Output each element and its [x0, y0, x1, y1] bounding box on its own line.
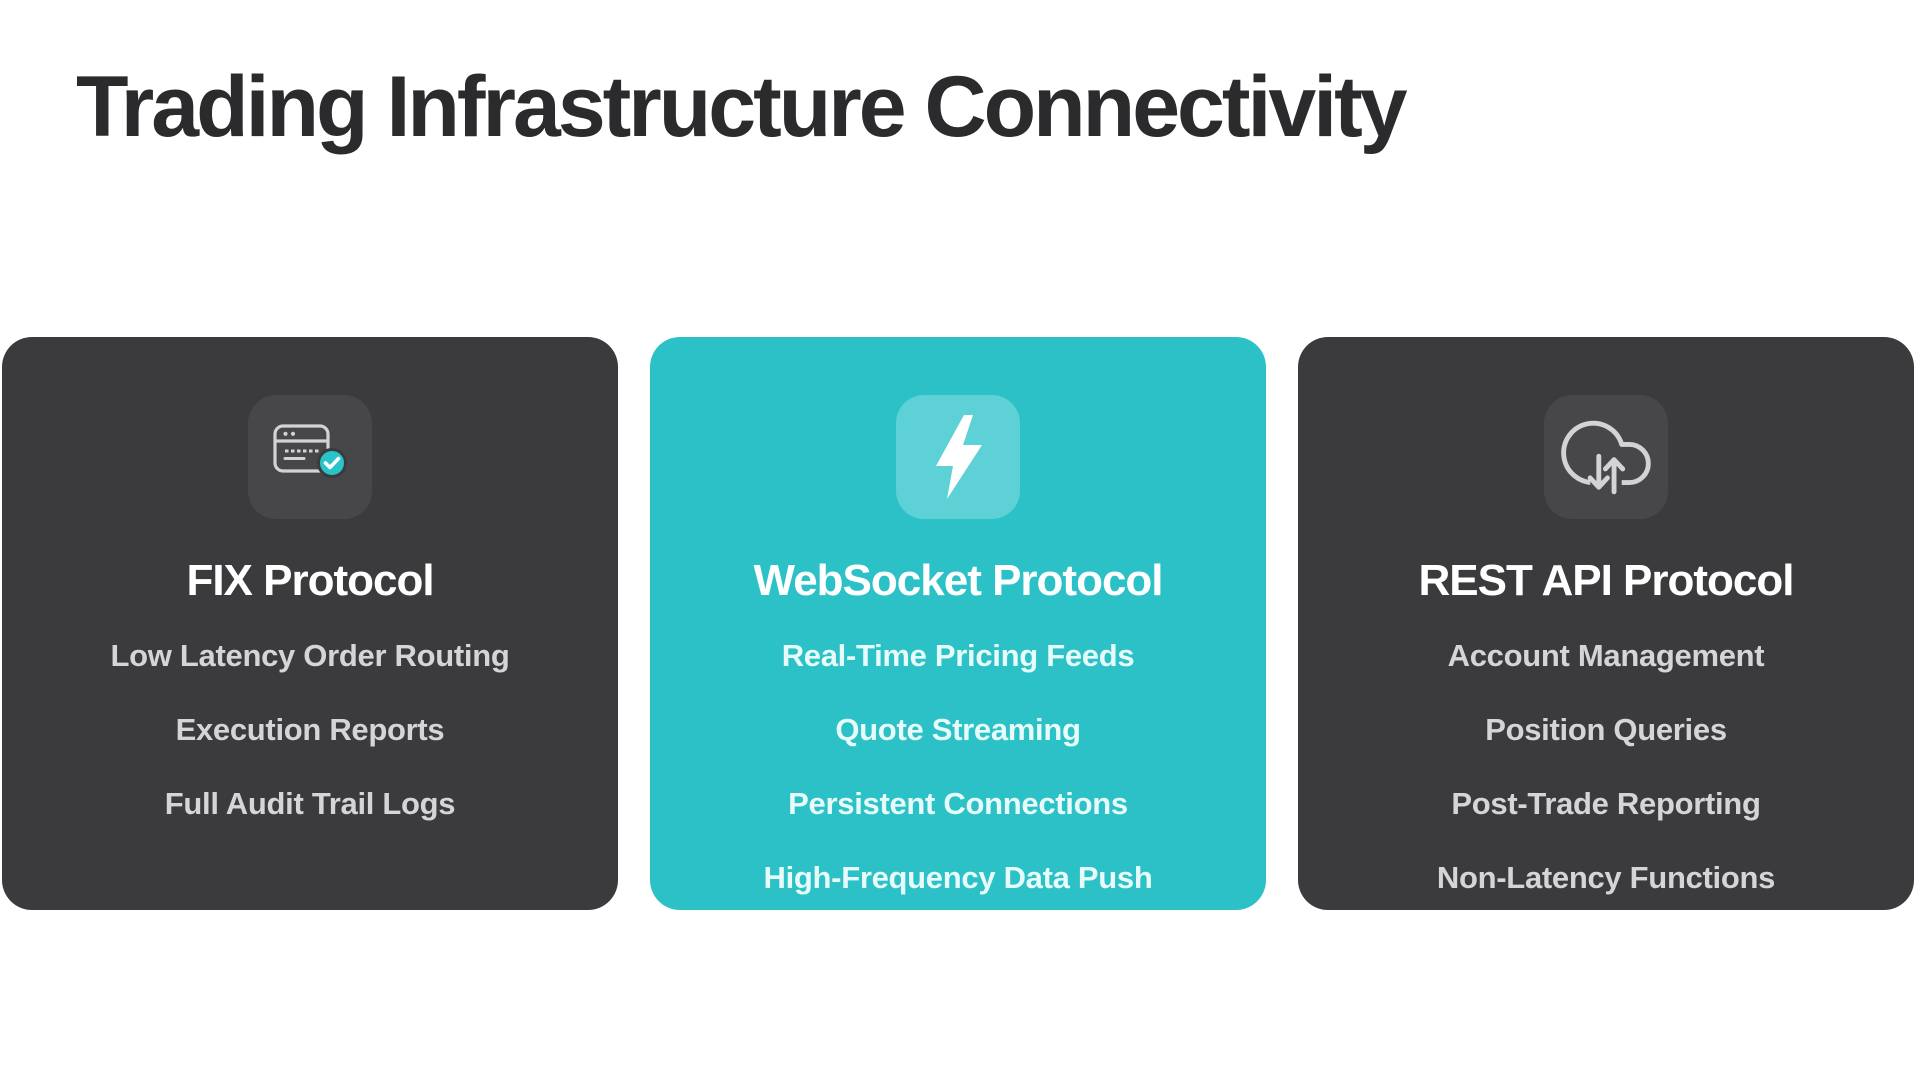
feature-item: Post-Trade Reporting — [1451, 786, 1761, 821]
feature-item: Execution Reports — [175, 712, 445, 747]
feature-item: Low Latency Order Routing — [110, 638, 510, 673]
feature-item: Full Audit Trail Logs — [164, 786, 456, 821]
feature-list: Account Management Position Queries Post… — [1437, 633, 1775, 901]
card-fix-protocol: FIX Protocol Low Latency Order Routing E… — [2, 337, 618, 910]
lightning-icon — [936, 415, 982, 499]
card-title: WebSocket Protocol — [753, 556, 1163, 605]
feature-item: Non-Latency Functions — [1436, 860, 1776, 895]
card-rest-api-protocol: REST API Protocol Account Management Pos… — [1298, 337, 1914, 910]
cloud-sync-icon — [1561, 420, 1651, 499]
icon-tile — [896, 395, 1020, 519]
feature-item: High-Frequency Data Push — [763, 860, 1153, 895]
icon-tile — [1544, 395, 1668, 519]
browser-check-icon — [273, 424, 347, 478]
feature-item: Quote Streaming — [835, 712, 1081, 747]
protocol-cards-row: FIX Protocol Low Latency Order Routing E… — [2, 337, 1914, 910]
card-title: FIX Protocol — [186, 556, 434, 605]
feature-list: Real-Time Pricing Feeds Quote Streaming … — [764, 633, 1153, 901]
feature-item: Account Management — [1447, 638, 1765, 673]
feature-item: Real-Time Pricing Feeds — [781, 638, 1135, 673]
card-websocket-protocol: WebSocket Protocol Real-Time Pricing Fee… — [650, 337, 1266, 910]
feature-list: Low Latency Order Routing Execution Repo… — [111, 633, 510, 827]
feature-item: Persistent Connections — [788, 786, 1128, 821]
icon-tile — [248, 395, 372, 519]
feature-item: Position Queries — [1485, 712, 1727, 747]
page-title: Trading Infrastructure Connectivity — [76, 59, 1408, 155]
card-title: REST API Protocol — [1418, 556, 1795, 605]
